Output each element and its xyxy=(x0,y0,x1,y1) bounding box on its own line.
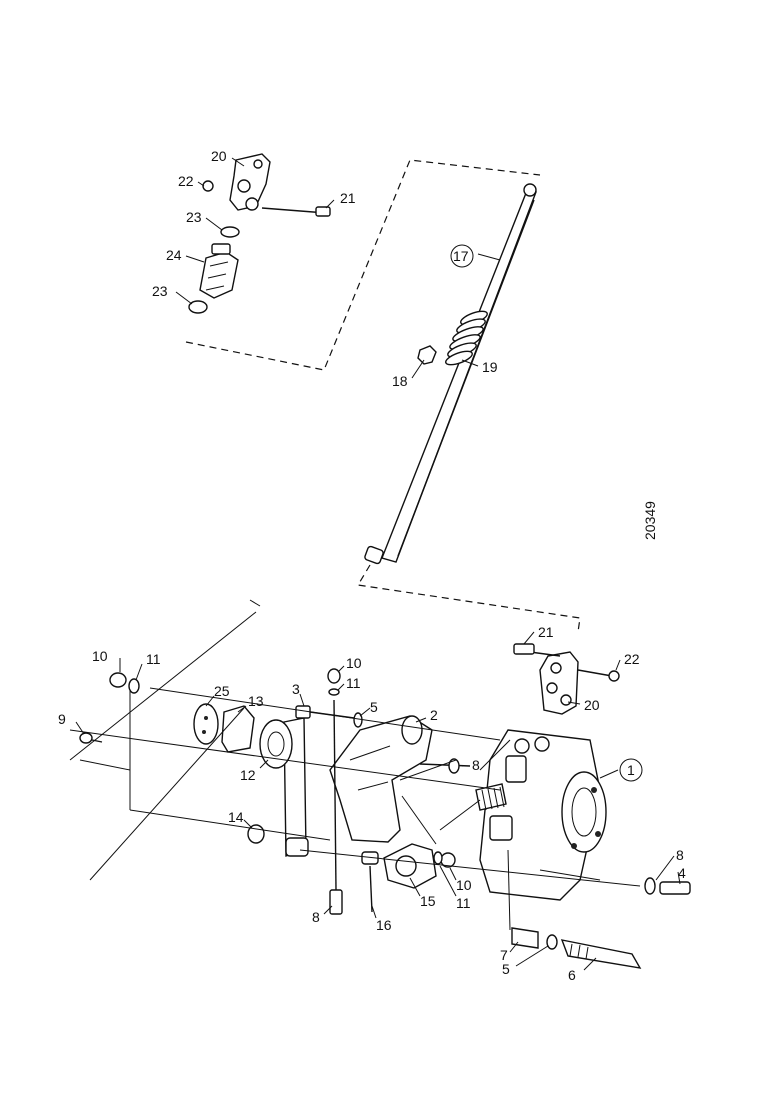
label-10b: 10 xyxy=(92,648,108,664)
steering-gear-housing xyxy=(475,729,607,901)
label-23a: 23 xyxy=(186,209,202,225)
label-17: 17 xyxy=(453,248,469,264)
lower-joint-assembly xyxy=(513,643,620,715)
label-2: 2 xyxy=(430,707,438,723)
label-11b: 11 xyxy=(146,651,161,667)
label-4: 4 xyxy=(678,865,686,881)
steering-shaft xyxy=(357,183,581,633)
label-15: 15 xyxy=(420,893,436,909)
label-12: 12 xyxy=(240,767,256,783)
label-3: 3 xyxy=(292,681,300,697)
bracket-2 xyxy=(329,715,433,843)
label-6: 6 xyxy=(568,967,576,983)
label-23b: 23 xyxy=(152,283,168,299)
label-21b: 21 xyxy=(538,624,554,640)
label-8a: 8 xyxy=(472,757,480,773)
part-labels: 20 22 21 23 24 23 17 18 19 21 22 20 1 2 … xyxy=(58,148,686,983)
label-25: 25 xyxy=(214,683,230,699)
label-9: 9 xyxy=(58,711,66,727)
bellows-19 xyxy=(445,310,488,366)
label-10a: 10 xyxy=(346,655,362,671)
label-13: 13 xyxy=(248,693,264,709)
leader-lines xyxy=(75,157,681,971)
label-11a: 11 xyxy=(346,675,361,691)
label-8c: 8 xyxy=(676,847,684,863)
label-7: 7 xyxy=(500,947,508,963)
label-22b: 22 xyxy=(624,651,640,667)
label-18: 18 xyxy=(392,373,408,389)
label-20b: 20 xyxy=(584,697,600,713)
label-22a: 22 xyxy=(178,173,194,189)
drop-arm xyxy=(259,717,437,913)
label-19: 19 xyxy=(482,359,498,375)
label-14: 14 xyxy=(228,809,244,825)
label-21a: 21 xyxy=(340,190,356,206)
universal-joint-assembly xyxy=(185,153,541,371)
label-8b: 8 xyxy=(312,909,320,925)
label-5b: 5 xyxy=(502,961,510,977)
drawing-code: 20349 xyxy=(642,501,658,540)
label-16: 16 xyxy=(376,917,392,933)
label-24: 24 xyxy=(166,247,182,263)
label-5a: 5 xyxy=(370,699,378,715)
label-1: 1 xyxy=(627,762,635,778)
label-10c: 10 xyxy=(456,877,472,893)
assembly-lines xyxy=(69,599,641,931)
label-11c: 11 xyxy=(456,895,471,911)
label-20a: 20 xyxy=(211,148,227,164)
